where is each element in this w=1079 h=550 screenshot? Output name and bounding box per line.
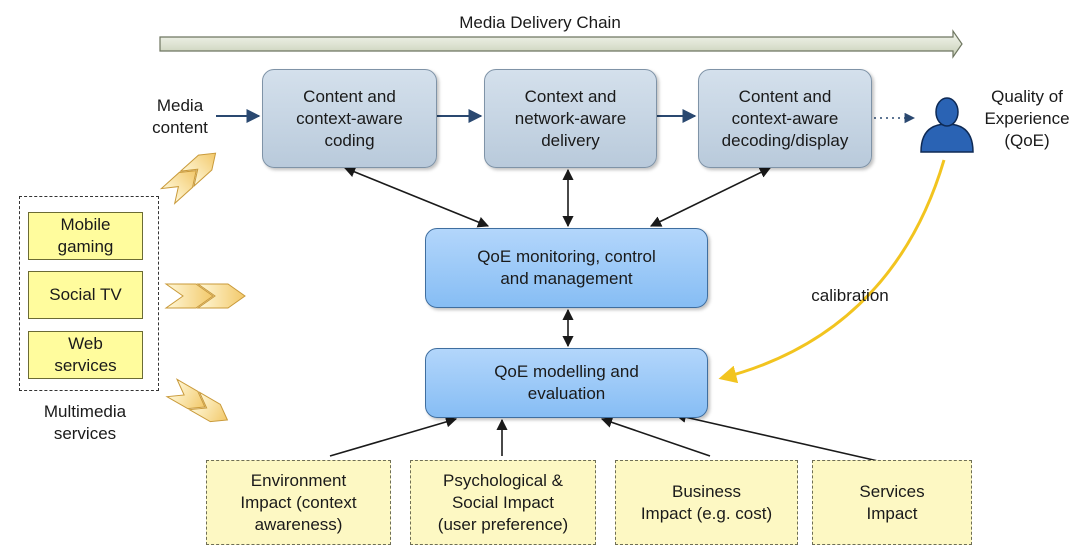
stage-decoding-label: Content and context-aware decoding/displ… — [721, 86, 849, 150]
stage-coding-label: Content and context-aware coding — [296, 86, 403, 150]
qoe-monitoring-box: QoE monitoring, control and management — [425, 228, 708, 308]
impact-business-label: Business Impact (e.g. cost) — [640, 481, 773, 523]
impact-business: Business Impact (e.g. cost) — [615, 460, 798, 545]
stage-delivery-label: Context and network-aware delivery — [514, 86, 627, 150]
arrow-decoding-monitoring — [649, 167, 772, 227]
calibration-arrow — [718, 159, 946, 384]
impact-services: Services Impact — [812, 460, 972, 545]
impact-services-label: Services Impact — [859, 481, 925, 523]
media-delivery-chain-arrow — [159, 29, 963, 59]
service-web-services: Web services — [28, 331, 143, 379]
impact-environment: Environment Impact (context awareness) — [206, 460, 391, 545]
multimedia-services-group — [19, 196, 159, 391]
stage-decoding: Content and context-aware decoding/displ… — [698, 69, 872, 168]
stage-coding: Content and context-aware coding — [262, 69, 437, 168]
chevron-arrow-lower — [165, 378, 229, 423]
service-mobile-gaming: Mobile gaming — [28, 212, 143, 260]
service-web-services-label: Web services — [54, 334, 117, 375]
arrow-environment-to-modelling — [329, 416, 458, 457]
service-social-tv: Social TV — [28, 271, 143, 319]
qoe-modelling-box: QoE modelling and evaluation — [425, 348, 708, 418]
media-delivery-chain-title: Media Delivery Chain — [459, 13, 621, 32]
user-icon — [920, 97, 974, 153]
arrow-services-to-modelling — [674, 411, 879, 462]
calibration-label: calibration — [811, 286, 889, 305]
service-social-tv-label: Social TV — [49, 285, 122, 304]
qoe-monitoring-label: QoE monitoring, control and management — [477, 247, 656, 288]
qoe-modelling-label: QoE modelling and evaluation — [494, 362, 639, 403]
stage-delivery: Context and network-aware delivery — [484, 69, 657, 168]
impact-psychological-social-label: Psychological & Social Impact (user pref… — [437, 470, 569, 534]
arrow-coding-monitoring — [343, 166, 490, 228]
chevron-arrow-upper — [159, 152, 217, 205]
impact-environment-label: Environment Impact (context awareness) — [240, 470, 357, 534]
media-content-label: Media content — [152, 96, 208, 137]
qoe-label: Quality of Experience (QoE) — [984, 87, 1070, 150]
impact-psychological-social: Psychological & Social Impact (user pref… — [410, 460, 596, 545]
arrow-business-to-modelling — [600, 416, 711, 457]
service-mobile-gaming-label: Mobile gaming — [57, 215, 114, 256]
multimedia-services-caption: Multimedia services — [43, 402, 127, 443]
chevron-arrow-middle — [164, 283, 246, 309]
